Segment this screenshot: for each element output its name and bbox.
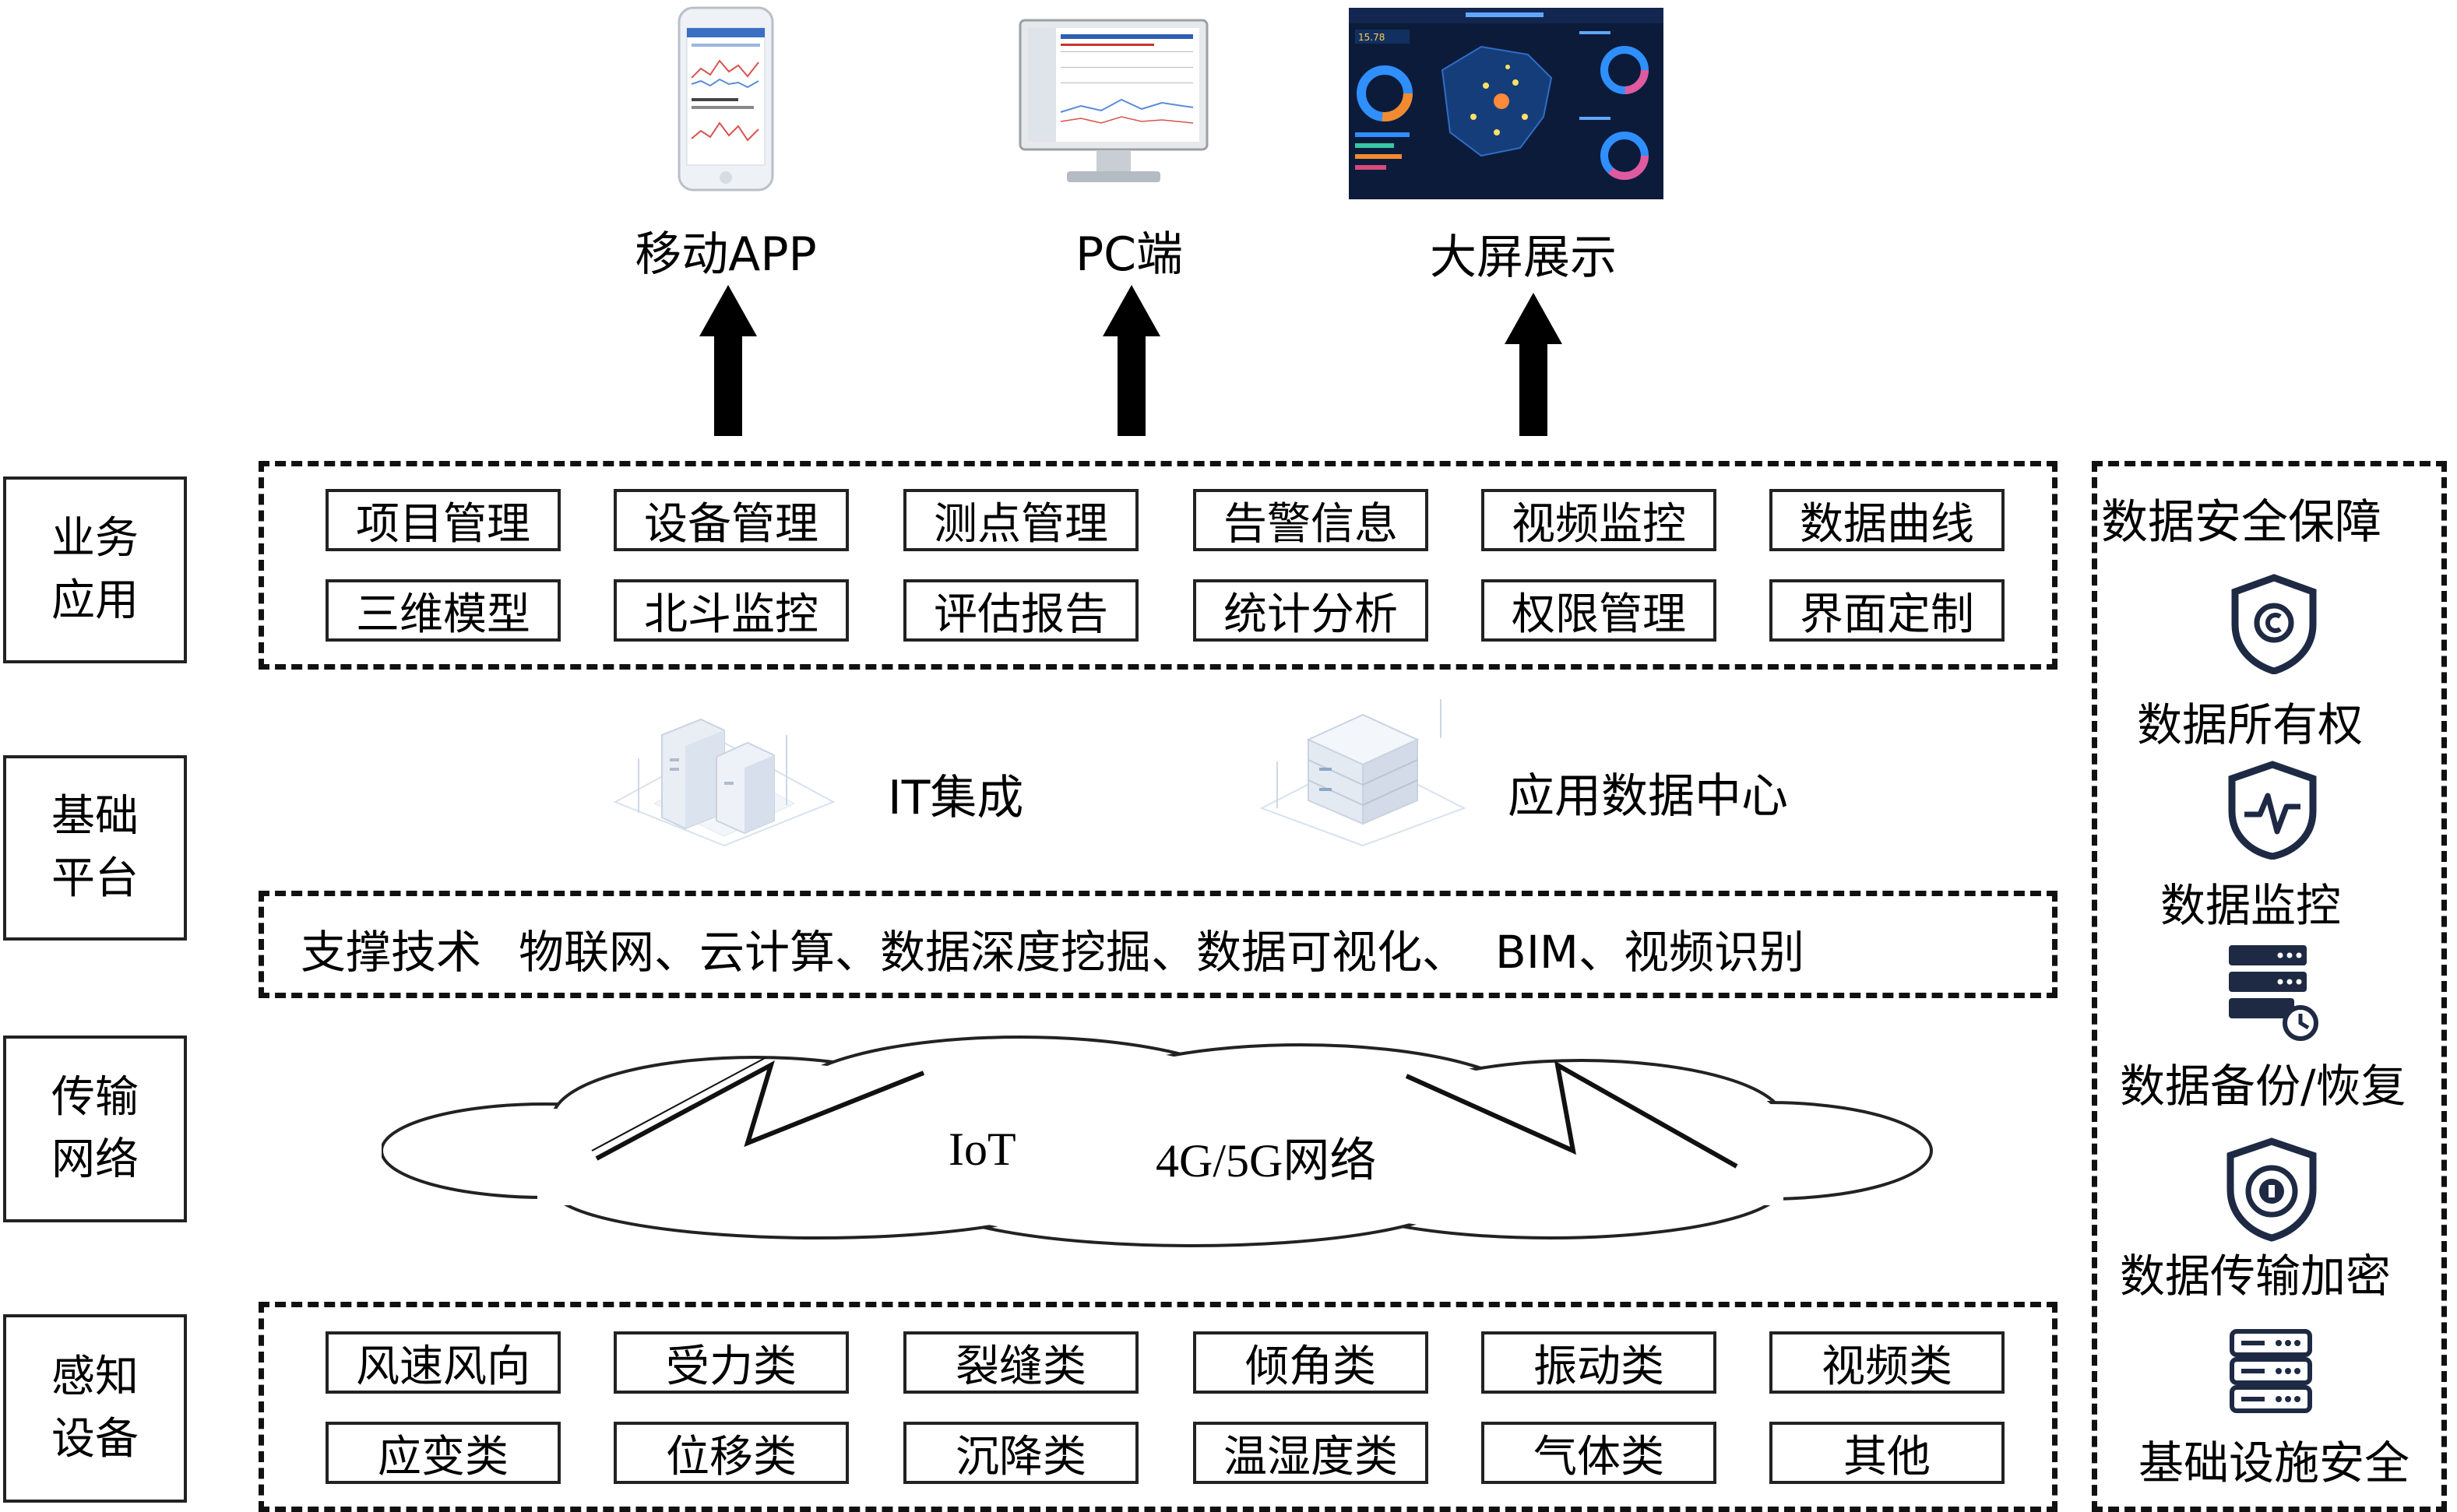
it-integration-label: IT集成 — [888, 771, 1024, 825]
iot-label: IoT — [949, 1123, 1016, 1175]
business-module: 视频监控 — [1481, 489, 1716, 551]
business-module: 界面定制 — [1769, 579, 2005, 642]
it-integration-icon — [607, 712, 841, 849]
business-module: 项目管理 — [326, 489, 561, 551]
sensing-module: 应变类 — [326, 1422, 561, 1484]
sensing-module: 温湿度类 — [1193, 1422, 1428, 1484]
arrow-up-icon — [699, 285, 757, 436]
support-tech-list-tail: BIM、视频识别 — [1495, 926, 1804, 979]
monitor-shield-icon — [2224, 760, 2321, 860]
sensing-module: 沉降类 — [903, 1422, 1139, 1484]
arrow-up-icon — [1505, 293, 1562, 436]
business-layer-container — [259, 461, 2057, 670]
cellular-network-label: 4G/5G网络 — [1156, 1135, 1377, 1187]
arrow-up-icon — [1103, 285, 1160, 436]
svg-text:15.78: 15.78 — [1358, 32, 1385, 43]
server-rack-icon — [2227, 1328, 2314, 1415]
app-data-center-label: 应用数据中心 — [1508, 769, 1788, 824]
business-module: 北斗监控 — [614, 579, 849, 642]
layer-label-sensing: 感知 设备 — [3, 1314, 187, 1503]
layer-label-platform: 基础 平台 — [3, 755, 187, 941]
mobile-app-label: 移动APP — [635, 227, 817, 282]
data-ownership-label: 数据所有权 — [2137, 698, 2364, 751]
sensing-module: 其他 — [1769, 1422, 2005, 1484]
big-screen-label: 大屏展示 — [1430, 230, 1617, 285]
support-tech-text: 支撑技术物联网、云计算、数据深度挖掘、数据可视化、 BIM、视频识别 — [301, 916, 1804, 981]
support-tech-label: 支撑技术 — [301, 926, 482, 979]
sensing-module: 位移类 — [614, 1422, 849, 1484]
business-module: 统计分析 — [1193, 579, 1428, 642]
business-module: 权限管理 — [1481, 579, 1716, 642]
sensing-module: 风速风向 — [326, 1331, 561, 1394]
business-module: 三维模型 — [326, 579, 561, 642]
infrastructure-security-label: 基础设施安全 — [2138, 1436, 2410, 1489]
business-module: 设备管理 — [614, 489, 849, 551]
layer-label-network: 传输 网络 — [3, 1036, 187, 1222]
big-screen-dashboard-image: 15.78 — [1349, 8, 1663, 199]
data-security-title: 数据安全保障 — [2101, 495, 2381, 550]
sensing-module: 振动类 — [1481, 1331, 1716, 1394]
sensing-module: 气体类 — [1481, 1422, 1716, 1484]
sensing-module: 视频类 — [1769, 1331, 2005, 1394]
business-module: 测点管理 — [903, 489, 1139, 551]
encryption-lock-icon — [2223, 1137, 2321, 1243]
pc-monitor-image — [1019, 19, 1209, 190]
support-tech-container — [259, 891, 2057, 998]
pc-label: PC端 — [1075, 227, 1184, 282]
support-tech-list: 物联网、云计算、数据深度挖掘、数据可视化、 — [519, 926, 1468, 979]
sensing-module: 裂缝类 — [903, 1331, 1139, 1394]
sensing-module: 受力类 — [614, 1331, 849, 1394]
copyright-shield-icon — [2227, 573, 2321, 675]
server-backup-icon — [2224, 942, 2321, 1043]
layer-label-business: 业务 应用 — [3, 476, 187, 663]
network-cloud — [380, 1034, 1939, 1252]
data-monitoring-label: 数据监控 — [2160, 879, 2342, 932]
sensing-module: 倾角类 — [1193, 1331, 1428, 1394]
mobile-app-image — [678, 6, 774, 192]
business-module: 告警信息 — [1193, 489, 1428, 551]
data-center-icon — [1254, 691, 1472, 847]
data-backup-recovery-label: 数据备份/恢复 — [2120, 1060, 2406, 1113]
data-transmission-encryption-label: 数据传输加密 — [2120, 1250, 2392, 1303]
business-module: 数据曲线 — [1769, 489, 2005, 551]
business-module: 评估报告 — [903, 579, 1139, 642]
